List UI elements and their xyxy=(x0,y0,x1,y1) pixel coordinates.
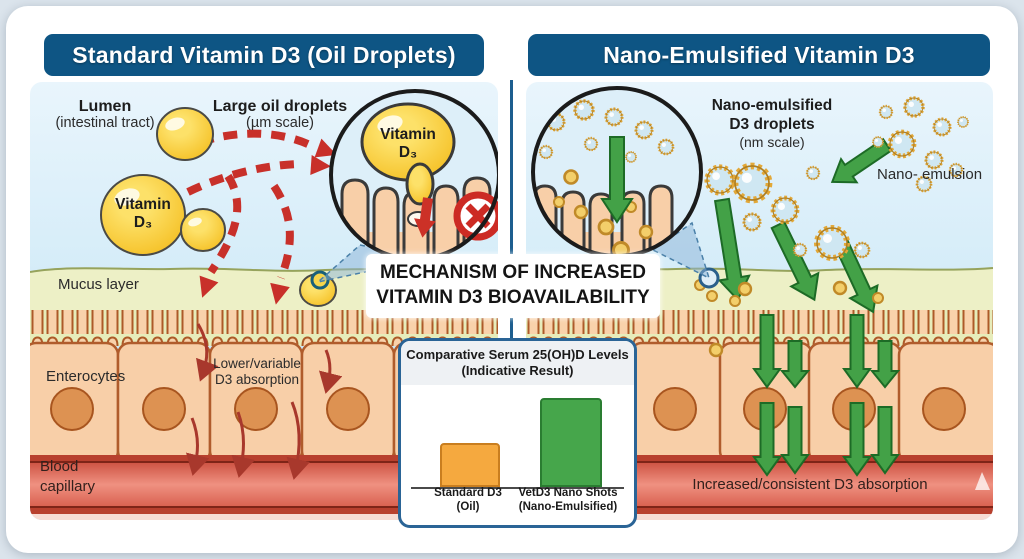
chart-title: Comparative Serum 25(OH)D Levels xyxy=(406,346,629,362)
lumen-sublabel: (intestinal tract) xyxy=(55,115,155,131)
increased-absorption-label: Increased/consistent D3 absorption xyxy=(692,476,928,493)
nano-droplets-label: Nano-emulsified D3 droplets xyxy=(711,97,833,133)
no-absorption-icon xyxy=(453,191,498,241)
right-panel-title: Nano-Emulsified Vitamin D3 xyxy=(528,34,990,76)
right-panel-title-text: Nano-Emulsified Vitamin D3 xyxy=(603,41,915,68)
left-panel-title: Standard Vitamin D3 (Oil Droplets) xyxy=(44,34,484,76)
lower-variable-absorption-label: Lower/variable D3 absorption xyxy=(213,356,301,388)
mucus-layer-label: Mucus layer xyxy=(58,276,139,293)
chart-subtitle: (Indicative Result) xyxy=(461,363,574,378)
blocked-arrow xyxy=(414,197,436,238)
vitamin-d3-circle-label: Vitamin D₃ xyxy=(380,126,436,161)
chart-title-block: Comparative Serum 25(OH)D Levels (Indica… xyxy=(401,341,634,385)
nano-absorption-arrows xyxy=(713,137,901,477)
serum-levels-chart: Comparative Serum 25(OH)D Levels (Indica… xyxy=(398,338,637,528)
droplet-highlights xyxy=(114,117,202,227)
um-scale-sublabel: (µm scale) xyxy=(246,115,314,131)
bar-label-nano: VetD3 Nano Shots (Nano-Emulsified) xyxy=(518,487,618,513)
left-panel-title-text: Standard Vitamin D3 (Oil Droplets) xyxy=(72,41,456,68)
bar-label-standard: Standard D3 (Oil) xyxy=(434,487,502,513)
blood-capillary-label: Blood capillary xyxy=(40,458,96,495)
bar-standard-d3 xyxy=(440,443,500,487)
enterocytes-label: Enterocytes xyxy=(46,368,126,385)
watermark-triangle xyxy=(975,472,990,490)
bar-nano-d3 xyxy=(540,398,602,487)
vitamin-d3-blob-label: Vitamin D₃ xyxy=(115,196,171,231)
easy-passage-arrow xyxy=(600,136,634,224)
large-oil-droplets-label: Large oil droplets xyxy=(212,98,348,115)
magnifier-cone xyxy=(651,221,711,280)
weak-absorption-arrows xyxy=(185,323,343,480)
nano-emulsion-label: Nano- emulsion xyxy=(877,166,983,183)
mechanism-title: MECHANISM OF INCREASED VITAMIN D3 BIOAVA… xyxy=(366,254,660,318)
nm-scale-sublabel: (nm scale) xyxy=(739,134,805,150)
chart-x-axis xyxy=(411,487,624,489)
lumen-label: Lumen xyxy=(78,98,132,115)
